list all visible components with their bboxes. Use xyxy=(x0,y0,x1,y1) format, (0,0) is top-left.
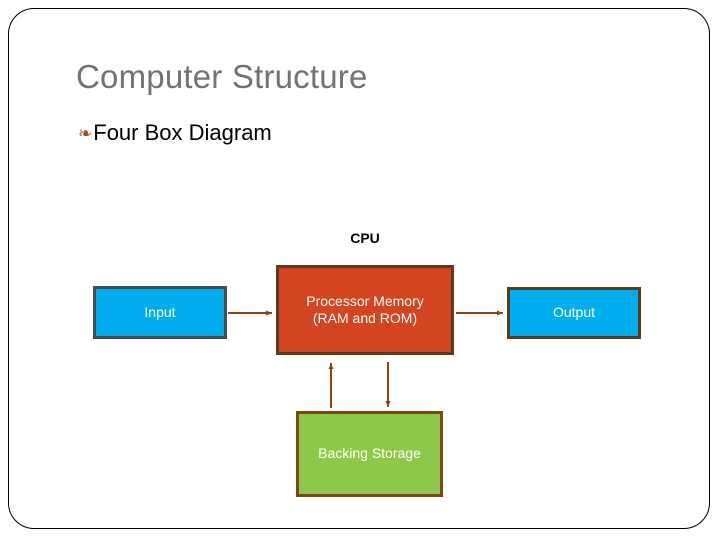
diagram-node-backing-storage[interactable]: Backing Storage xyxy=(296,411,443,497)
processor-label-line-2: (RAM and ROM) xyxy=(312,310,418,326)
diagram-node-backing-storage-label: Backing Storage xyxy=(318,445,421,462)
diagram-node-input[interactable]: Input xyxy=(93,286,227,339)
diagram-node-input-label: Input xyxy=(144,303,176,320)
diagram-node-output-label: Output xyxy=(552,304,596,321)
diagram-node-processor-memory[interactable]: Processor Memory (RAM and ROM) xyxy=(276,265,454,355)
subtitle-row: ❧ Four Box Diagram xyxy=(78,120,272,146)
ornamental-bullet-icon: ❧ xyxy=(78,124,93,143)
cpu-group-label: CPU xyxy=(350,230,380,246)
page-title: Computer Structure xyxy=(76,58,368,95)
diagram-node-processor-memory-label: Processor Memory (RAM and ROM) xyxy=(306,293,423,328)
diagram-node-output[interactable]: Output xyxy=(507,287,641,339)
subtitle-text: Four Box Diagram xyxy=(93,120,272,145)
processor-label-line-1: Processor Memory xyxy=(306,292,424,309)
